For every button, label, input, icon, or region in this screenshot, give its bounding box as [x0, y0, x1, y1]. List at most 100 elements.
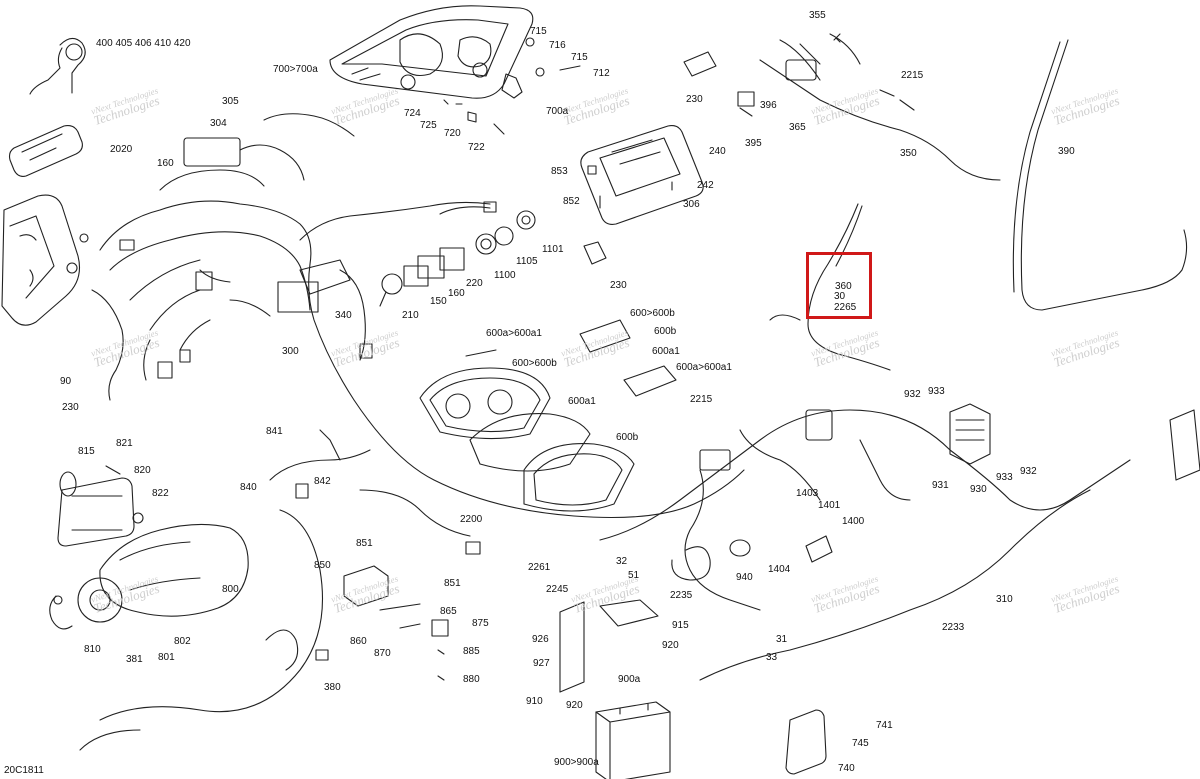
part-label[interactable]: 1100: [494, 270, 516, 281]
part-label[interactable]: 933: [996, 472, 1013, 483]
part-label[interactable]: 700a: [546, 106, 569, 117]
part-label[interactable]: 350: [900, 148, 917, 159]
part-label[interactable]: 90: [60, 376, 72, 387]
part-label[interactable]: 720: [444, 128, 461, 139]
part-label[interactable]: 390: [1058, 146, 1075, 157]
part-label[interactable]: 305: [222, 96, 239, 107]
part-label[interactable]: 865: [440, 606, 457, 617]
part-label[interactable]: 600>600b: [630, 308, 675, 319]
part-label[interactable]: 700>700a: [273, 64, 318, 75]
part-label[interactable]: 1105: [516, 256, 538, 267]
part-label[interactable]: 600>600b: [512, 358, 557, 369]
part-label[interactable]: 600a>600a1: [676, 362, 732, 373]
part-label[interactable]: 600a>600a1: [486, 328, 542, 339]
part-label[interactable]: 2261: [528, 562, 551, 573]
part-label[interactable]: 2215: [690, 394, 713, 405]
part-label[interactable]: 931: [932, 480, 949, 491]
part-label[interactable]: 840: [240, 482, 257, 493]
part-label[interactable]: 715: [571, 52, 588, 63]
part-label[interactable]: 815: [78, 446, 95, 457]
part-label[interactable]: 230: [686, 94, 703, 105]
part-label[interactable]: 600a1: [652, 346, 680, 357]
part-label[interactable]: 2020: [110, 144, 133, 155]
part-label[interactable]: 160: [157, 158, 174, 169]
part-label[interactable]: 1403: [796, 488, 819, 499]
part-label[interactable]: 150: [430, 296, 447, 307]
part-label[interactable]: 915: [672, 620, 689, 631]
part-label[interactable]: 820: [134, 465, 151, 476]
part-label[interactable]: 900a: [618, 674, 641, 685]
part-label[interactable]: 900>900a: [554, 757, 599, 768]
part-label[interactable]: 810: [84, 644, 101, 655]
part-label[interactable]: 940: [736, 572, 753, 583]
part-label[interactable]: 930: [970, 484, 987, 495]
part-label[interactable]: 920: [662, 640, 679, 651]
part-label[interactable]: 932: [904, 389, 921, 400]
part-label[interactable]: 920: [566, 700, 583, 711]
part-label[interactable]: 740: [838, 763, 855, 774]
part-label[interactable]: 722: [468, 142, 485, 153]
part-label[interactable]: 230: [610, 280, 627, 291]
highlight-box[interactable]: 360 30 2265: [806, 252, 872, 319]
part-label[interactable]: 1400: [842, 516, 865, 527]
part-label[interactable]: 712: [593, 68, 610, 79]
part-label[interactable]: 2200: [460, 514, 483, 525]
part-label[interactable]: 240: [709, 146, 726, 157]
part-label[interactable]: 1101: [542, 244, 564, 255]
part-label[interactable]: 926: [532, 634, 549, 645]
part-label[interactable]: 741: [876, 720, 893, 731]
part-label[interactable]: 860: [350, 636, 367, 647]
part-label[interactable]: 600b: [616, 432, 639, 443]
part-label[interactable]: 340: [335, 310, 352, 321]
part-label[interactable]: 380: [324, 682, 341, 693]
part-label[interactable]: 300: [282, 346, 299, 357]
part-label[interactable]: 885: [463, 646, 480, 657]
part-label[interactable]: 853: [551, 166, 568, 177]
part-label[interactable]: 927: [533, 658, 550, 669]
part-label[interactable]: 400 405 406 410 420: [96, 38, 191, 49]
part-label[interactable]: 31: [776, 634, 788, 645]
part-label[interactable]: 851: [356, 538, 373, 549]
part-label[interactable]: 242: [697, 180, 714, 191]
part-label[interactable]: 220: [466, 278, 483, 289]
part-label[interactable]: 304: [210, 118, 227, 129]
part-label[interactable]: 724: [404, 108, 421, 119]
part-label[interactable]: 2235: [670, 590, 693, 601]
part-label[interactable]: 822: [152, 488, 169, 499]
part-label[interactable]: 600a1: [568, 396, 596, 407]
part-label[interactable]: 355: [809, 10, 826, 21]
part-label[interactable]: 802: [174, 636, 191, 647]
part-label[interactable]: 933: [928, 386, 945, 397]
part-label[interactable]: 841: [266, 426, 283, 437]
part-label[interactable]: 725: [420, 120, 437, 131]
part-label[interactable]: 396: [760, 100, 777, 111]
part-label[interactable]: 880: [463, 674, 480, 685]
part-label[interactable]: 395: [745, 138, 762, 149]
part-label[interactable]: 716: [549, 40, 566, 51]
part-label[interactable]: 1401: [818, 500, 841, 511]
part-label[interactable]: 875: [472, 618, 489, 629]
part-label[interactable]: 2215: [901, 70, 924, 81]
part-label[interactable]: 306: [683, 199, 700, 210]
part-label[interactable]: 2245: [546, 584, 569, 595]
part-label[interactable]: 160: [448, 288, 465, 299]
part-label[interactable]: 851: [444, 578, 461, 589]
part-label[interactable]: 381: [126, 654, 143, 665]
part-label[interactable]: 365: [789, 122, 806, 133]
part-label[interactable]: 230: [62, 402, 79, 413]
part-label[interactable]: 715: [530, 26, 547, 37]
part-label[interactable]: 600b: [654, 326, 677, 337]
part-label[interactable]: 33: [766, 652, 778, 663]
part-label[interactable]: 745: [852, 738, 869, 749]
part-label[interactable]: 852: [563, 196, 580, 207]
part-label[interactable]: 2233: [942, 622, 965, 633]
part-label[interactable]: 32: [616, 556, 628, 567]
part-label[interactable]: 310: [996, 594, 1013, 605]
part-label[interactable]: 800: [222, 584, 239, 595]
part-label[interactable]: 1404: [768, 564, 791, 575]
part-label[interactable]: 51: [628, 570, 640, 581]
part-label[interactable]: 210: [402, 310, 419, 321]
part-label[interactable]: 801: [158, 652, 175, 663]
part-label[interactable]: 932: [1020, 466, 1037, 477]
part-label[interactable]: 850: [314, 560, 331, 571]
